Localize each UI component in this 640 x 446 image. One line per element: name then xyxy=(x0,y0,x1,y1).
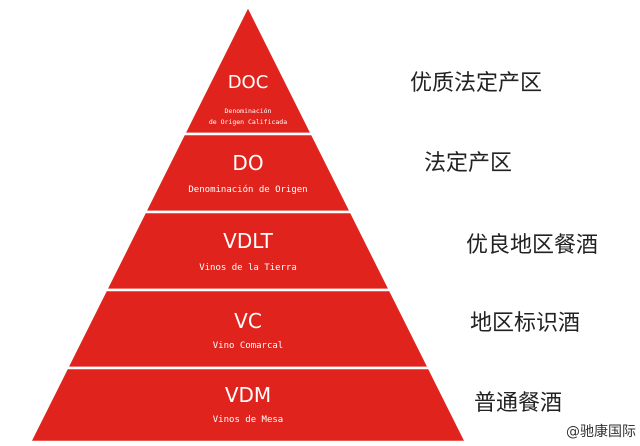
tier-label: 普通餐酒 xyxy=(474,391,562,416)
tier-subtitle: Vino Comarcal xyxy=(213,341,283,351)
tier-code: DO xyxy=(232,151,263,175)
pyramid-tier-vdm: VDM Vinos de Mesa xyxy=(27,366,469,444)
tier-shape xyxy=(27,366,469,444)
tier-code: VDLT xyxy=(223,229,273,253)
tier-subtitle: de Origen Calificada xyxy=(209,118,287,126)
tier-subtitle: Vinos de la Tierra xyxy=(199,263,297,273)
tier-label: 法定产区 xyxy=(424,151,512,176)
tier-label: 优质法定产区 xyxy=(410,71,542,96)
tier-subtitle: Denominación de Origen xyxy=(188,184,307,195)
pyramid-tier-vdlt: VDLT Vinos de la Tierra xyxy=(103,210,393,292)
tier-subtitle: Denominación xyxy=(225,107,272,115)
pyramid-tier-doc: DOC Denominación de Origen Calificada xyxy=(181,3,315,136)
pyramid-tier-do: DO Denominación de Origen xyxy=(142,132,354,214)
tier-code: DOC xyxy=(228,72,269,93)
tier-subtitle: Vinos de Mesa xyxy=(213,415,283,425)
watermark: @驰康国际 xyxy=(566,423,636,440)
tier-code: VDM xyxy=(225,383,271,407)
tier-label: 地区标识酒 xyxy=(470,311,580,336)
pyramid-tier-vc: VC Vino Comarcal xyxy=(64,288,432,370)
tier-code: VC xyxy=(234,309,262,333)
tier-label: 优良地区餐酒 xyxy=(466,233,598,258)
